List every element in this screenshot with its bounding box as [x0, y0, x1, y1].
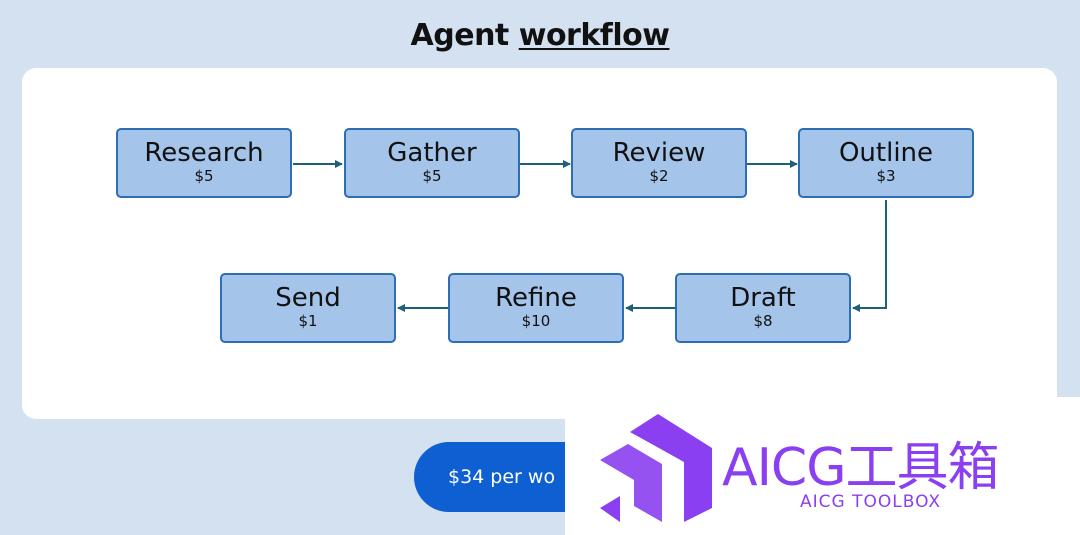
step-cost: $1: [298, 312, 318, 330]
arrow-outline-draft: [852, 200, 887, 312]
step-name: Gather: [387, 138, 477, 168]
step-gather: Gather $5: [344, 128, 520, 198]
page-title: Agent workflow: [0, 18, 1080, 53]
step-outline: Outline $3: [798, 128, 974, 198]
step-review: Review $2: [571, 128, 747, 198]
watermark-subtitle: AICG TOOLBOX: [800, 492, 942, 512]
step-refine: Refine $10: [448, 273, 624, 343]
workflow-card: [22, 68, 1057, 419]
step-name: Outline: [838, 138, 934, 168]
title-underlined: workflow: [518, 18, 670, 53]
step-name: Review: [612, 138, 706, 168]
step-research: Research $5: [116, 128, 292, 198]
step-cost: $5: [194, 167, 214, 185]
step-cost: $5: [422, 167, 442, 185]
title-main: Agent: [410, 18, 510, 53]
watermark-logo-icon: [600, 414, 712, 522]
step-name: Draft: [730, 283, 796, 313]
step-send: Send $1: [220, 273, 396, 343]
watermark-name: AICG工具箱: [722, 438, 1000, 498]
step-cost: $3: [876, 167, 896, 185]
step-draft: Draft $8: [675, 273, 851, 343]
step-name: Research: [144, 138, 264, 168]
step-cost: $2: [649, 167, 669, 185]
step-cost: $8: [753, 312, 773, 330]
step-cost: $10: [521, 312, 551, 330]
total-cost-label: $34 per wo: [448, 466, 556, 488]
step-name: Refine: [495, 283, 577, 313]
step-name: Send: [275, 283, 341, 313]
